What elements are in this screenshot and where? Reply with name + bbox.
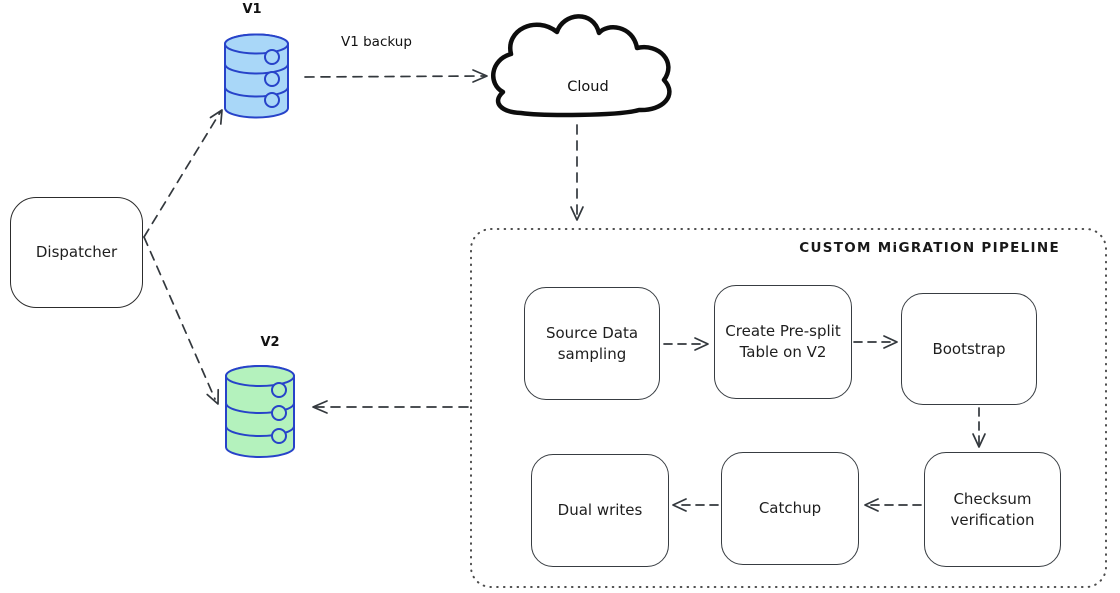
step-bootstrap[interactable]: Bootstrap <box>901 293 1037 405</box>
step-source-data-sampling[interactable]: Source Data sampling <box>524 287 660 400</box>
step-create-presplit-table[interactable]: Create Pre-split Table on V2 <box>714 285 852 399</box>
edge-cloud-to-pipeline[interactable] <box>570 124 584 221</box>
edge-presplit-to-bootstrap[interactable] <box>853 335 898 349</box>
v1-label: V1 <box>242 2 262 17</box>
step-label: Bootstrap <box>932 339 1006 358</box>
step-dual-writes[interactable]: Dual writes <box>531 454 669 567</box>
dispatcher-label: Dispatcher <box>35 243 118 261</box>
v1-database-icon[interactable] <box>224 33 289 119</box>
v1-backup-edge-label: V1 backup <box>341 34 412 50</box>
edge-dispatcher-to-v1[interactable] <box>143 109 223 238</box>
cloud-label: Cloud <box>567 79 609 95</box>
step-label: Create Pre-split Table on V2 <box>725 322 841 361</box>
edge-checksum-to-catchup[interactable] <box>864 498 922 512</box>
cloud-shape[interactable] <box>491 14 672 118</box>
edge-source-to-presplit[interactable] <box>663 337 709 351</box>
edge-v1-backup-to-cloud[interactable] <box>304 69 488 83</box>
step-catchup[interactable]: Catchup <box>721 452 859 565</box>
step-label: Dual writes <box>557 501 643 519</box>
v2-database-icon[interactable] <box>225 365 295 458</box>
v2-label: V2 <box>260 335 280 350</box>
step-label: Checksum verification <box>950 489 1035 529</box>
edge-dispatcher-to-v2[interactable] <box>143 236 220 405</box>
step-checksum-verification[interactable]: Checksum verification <box>924 452 1061 567</box>
pipeline-container-border[interactable] <box>470 228 1107 588</box>
edge-bootstrap-to-checksum[interactable] <box>972 407 986 448</box>
node-dispatcher[interactable]: Dispatcher <box>10 197 143 308</box>
pipeline-title: CUSTOM MiGRATION PIPELINE <box>799 240 1060 256</box>
step-label: Source Data sampling <box>545 323 639 363</box>
edge-catchup-to-dual[interactable] <box>672 498 719 512</box>
edge-pipeline-to-v2[interactable] <box>312 400 469 414</box>
step-label: Catchup <box>758 499 822 517</box>
